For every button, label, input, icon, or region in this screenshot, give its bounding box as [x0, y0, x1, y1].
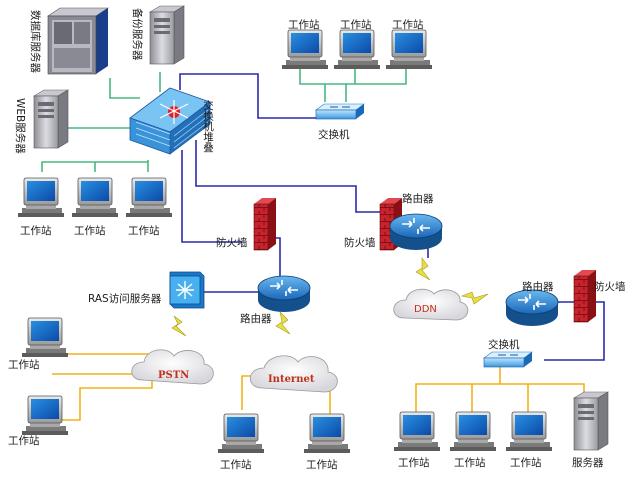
router-center-label: 路由器 — [240, 312, 272, 325]
workstation-br-3-label: 工作站 — [510, 456, 542, 469]
ras-server — [169, 271, 205, 309]
blue-links — [179, 73, 605, 361]
internet-label: Internet — [268, 374, 315, 385]
switch-bottom — [483, 351, 533, 368]
workstation-left-2-label: 工作站 — [74, 224, 106, 237]
internet-cloud: Internet — [249, 355, 338, 393]
pstn-cloud: PSTN — [131, 349, 214, 385]
ddn-cloud: DDN — [393, 288, 469, 321]
workstation-top-1-label: 工作站 — [288, 18, 320, 31]
router-right-mid-label: 路由器 — [522, 280, 554, 293]
server-bottom-right — [573, 391, 609, 451]
router-right-mid — [505, 289, 559, 327]
workstation-bc-2-label: 工作站 — [306, 458, 338, 471]
db-server-label: 数据库服务器 — [29, 10, 42, 73]
router-right-top-label: 路由器 — [402, 192, 434, 205]
workstation-bl-2 — [21, 395, 69, 436]
workstation-br-1 — [393, 411, 441, 452]
workstation-br-2-label: 工作站 — [454, 456, 486, 469]
backup-server — [149, 5, 185, 65]
workstation-bl-1-label: 工作站 — [8, 358, 40, 371]
db-server — [47, 7, 109, 75]
workstation-bc-1-label: 工作站 — [220, 458, 252, 471]
switch-stack — [129, 87, 211, 155]
workstation-top-3 — [385, 29, 433, 70]
ras-server-label: RAS访问服务器 — [88, 292, 162, 305]
router-right-top — [389, 213, 443, 251]
pstn-label: PSTN — [158, 370, 189, 381]
workstation-left-3 — [125, 177, 173, 218]
ddn-label: DDN — [414, 304, 437, 315]
server-bottom-right-label: 服务器 — [572, 456, 604, 469]
firewall-right-mid — [573, 269, 597, 323]
workstation-br-1-label: 工作站 — [398, 456, 430, 469]
backup-server-label: 备份服务器 — [131, 8, 144, 61]
workstation-left-3-label: 工作站 — [128, 224, 160, 237]
switch-top-label: 交换机 — [318, 128, 350, 141]
workstation-left-1-label: 工作站 — [20, 224, 52, 237]
switch-top — [315, 103, 365, 120]
workstation-bc-1 — [217, 413, 265, 454]
switch-stack-label: 交换机堆叠 — [202, 99, 214, 152]
svg-text:交换机堆叠: 交换机堆叠 — [202, 99, 214, 152]
workstation-br-3 — [505, 411, 553, 452]
workstation-bc-2 — [303, 413, 351, 454]
workstation-br-2 — [449, 411, 497, 452]
firewall-right-top-label: 防火墙 — [344, 236, 376, 249]
workstation-bl-1 — [21, 317, 69, 358]
connection-lines — [41, 68, 605, 421]
web-server-label: WEB服务器 — [14, 98, 27, 154]
router-center — [257, 275, 311, 313]
workstation-left-1 — [17, 177, 65, 218]
lightning-links — [171, 257, 489, 337]
workstation-left-2 — [71, 177, 119, 218]
firewall-center-label: 防火墙 — [216, 236, 248, 249]
firewall-right-mid-label: 防火墙 — [594, 280, 626, 293]
workstation-top-2 — [333, 29, 381, 70]
green-links — [41, 68, 407, 172]
web-server — [33, 89, 69, 149]
workstation-top-3-label: 工作站 — [392, 18, 424, 31]
firewall-center — [253, 197, 277, 251]
workstation-top-1 — [281, 29, 329, 70]
switch-bottom-label: 交换机 — [488, 338, 520, 351]
workstation-bl-2-label: 工作站 — [8, 434, 40, 447]
workstation-top-2-label: 工作站 — [340, 18, 372, 31]
